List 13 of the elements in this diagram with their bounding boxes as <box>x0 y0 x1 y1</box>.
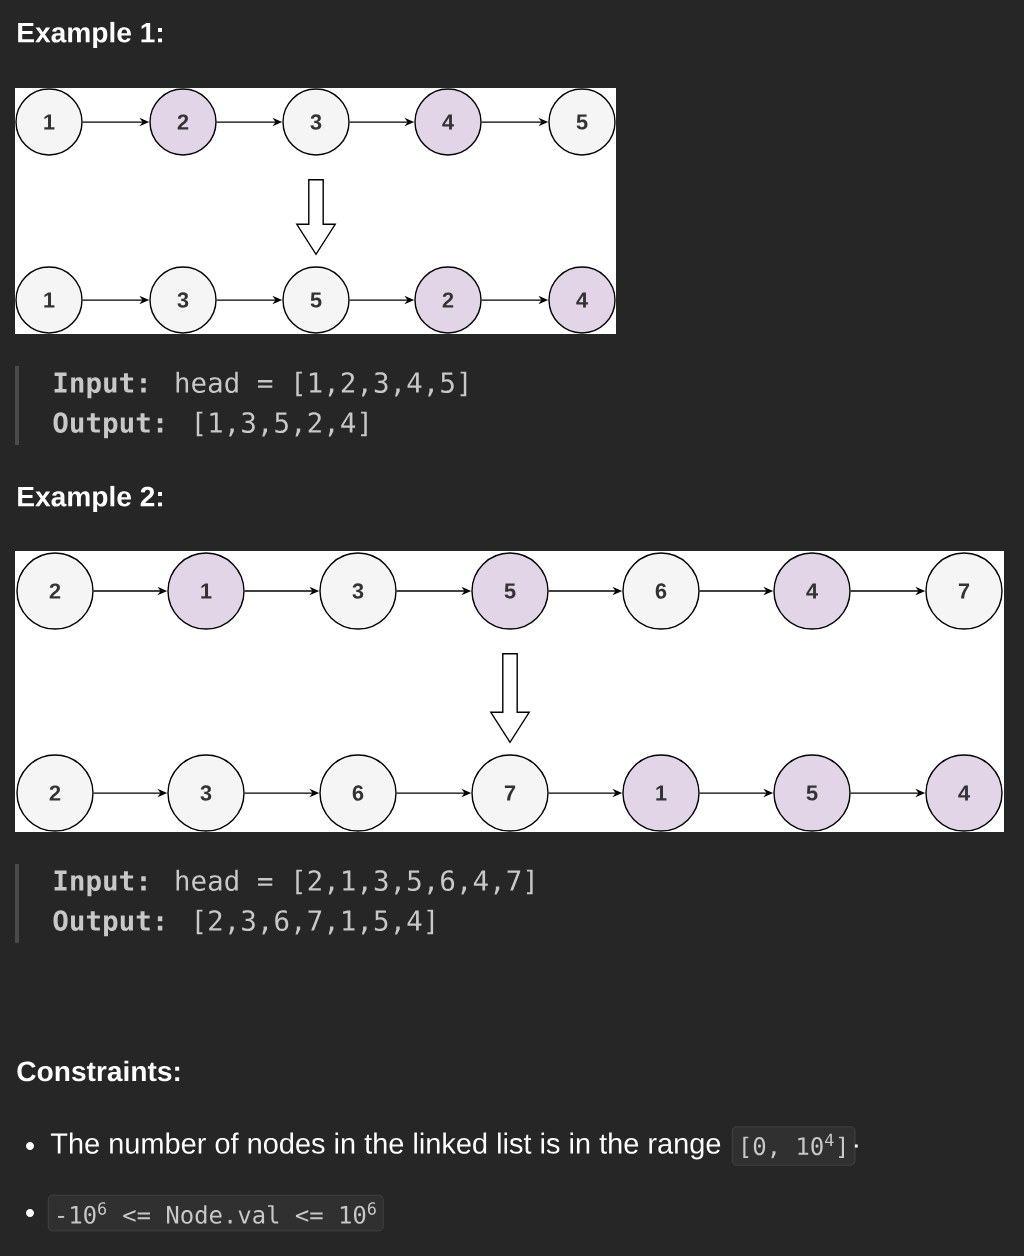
heading: Example 2: <box>18 485 162 513</box>
inline-code: -10$^{6}$ <= Node.val <= 10$^{6}$ <box>48 1194 384 1232</box>
constraint-text: . <box>854 1144 858 1148</box>
inline-code: [0, 10$^{4}$] <box>732 1126 856 1166</box>
code-line: Input: head = [1,2,3,4,5] <box>54 371 467 399</box>
heading: Example 1: <box>18 21 162 49</box>
code-line: Input: head = [2,1,3,5,6,4,7] <box>54 869 533 897</box>
transform-arrow <box>295 179 337 256</box>
constraint-text: The number of nodes in the linked list is in the range <box>50 1132 721 1160</box>
heading: Constraints: <box>17 1060 180 1082</box>
code-line: Output: [2,3,6,7,1,5,4] <box>53 909 434 937</box>
transform-arrow <box>489 653 531 744</box>
code-line: Output: [1,3,5,2,4] <box>53 411 367 439</box>
